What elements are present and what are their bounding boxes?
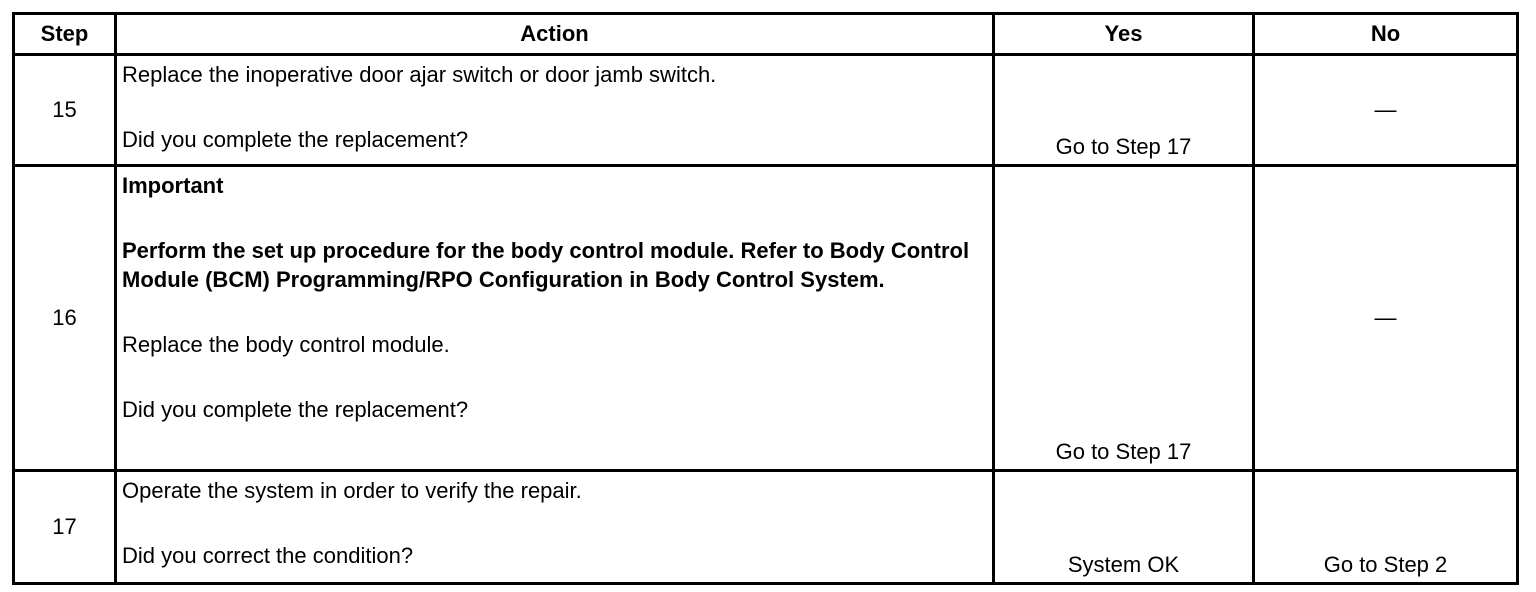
no-result: — — [1252, 53, 1519, 167]
action-instruction: Operate the system in order to verify th… — [122, 478, 582, 503]
action-instruction: Replace the body control module. — [122, 332, 450, 357]
action-question: Did you complete the replacement? — [122, 397, 469, 422]
action-cell: Operate the system in order to verify th… — [114, 469, 995, 585]
step-number: 16 — [12, 164, 117, 472]
header-step: Step — [12, 12, 117, 56]
step-number: 15 — [12, 53, 117, 167]
action-cell: Replace the inoperative door ajar switch… — [114, 53, 995, 167]
table-row: 17 Operate the system in order to verify… — [12, 469, 1519, 585]
important-label: Important — [122, 173, 224, 198]
header-action: Action — [114, 12, 995, 56]
table-row: 16 Important Perform the set up procedur… — [12, 164, 1519, 472]
action-question: Did you complete the replacement? — [122, 127, 469, 152]
header-no: No — [1252, 12, 1519, 56]
header-row: Step Action Yes No — [12, 12, 1519, 56]
important-note: Perform the set up procedure for the bod… — [122, 238, 970, 292]
yes-result: System OK — [992, 469, 1255, 585]
header-yes: Yes — [992, 12, 1255, 56]
diagnostic-table: Step Action Yes No 15 Replace the inoper… — [12, 12, 1519, 585]
action-instruction: Replace the inoperative door ajar switch… — [122, 62, 717, 87]
table-row: 15 Replace the inoperative door ajar swi… — [12, 53, 1519, 167]
no-result: Go to Step 2 — [1252, 469, 1519, 585]
yes-result: Go to Step 17 — [992, 53, 1255, 167]
action-cell: Important Perform the set up procedure f… — [114, 164, 995, 472]
no-result: — — [1252, 164, 1519, 472]
action-question: Did you correct the condition? — [122, 543, 414, 568]
yes-result: Go to Step 17 — [992, 164, 1255, 472]
step-number: 17 — [12, 469, 117, 585]
